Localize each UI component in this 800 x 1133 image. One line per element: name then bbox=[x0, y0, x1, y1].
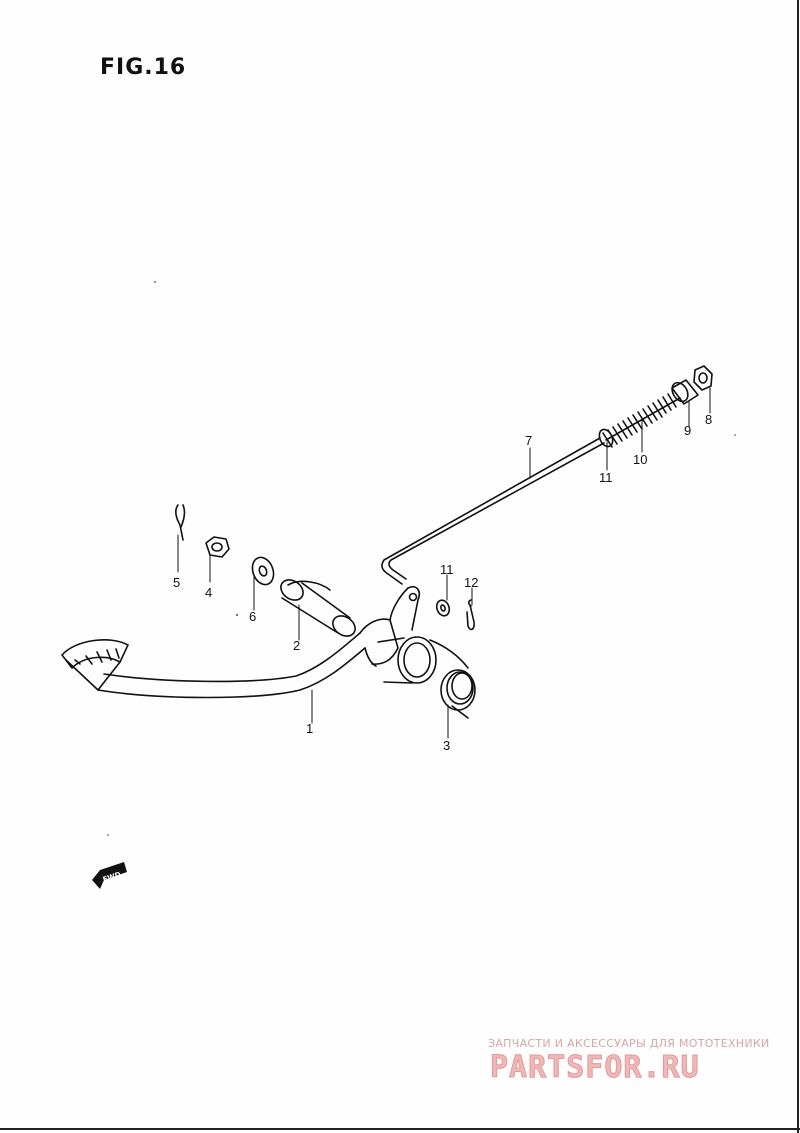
cotter-pin-12-part bbox=[466, 599, 475, 631]
return-spring-part bbox=[429, 639, 476, 719]
rod-spring-part bbox=[602, 393, 681, 448]
washer-part bbox=[251, 556, 275, 586]
callout-2: 2 bbox=[293, 638, 300, 653]
callout-3: 3 bbox=[443, 738, 450, 753]
bushing-part bbox=[280, 579, 356, 637]
callout-5: 5 bbox=[173, 575, 180, 590]
callout-9: 9 bbox=[684, 423, 691, 438]
callout-1: 1 bbox=[306, 721, 313, 736]
forward-arrow-icon: FWD bbox=[92, 862, 127, 889]
right-border bbox=[797, 0, 799, 1133]
figure-title: FIG.16 bbox=[100, 55, 187, 80]
callout-10: 10 bbox=[633, 452, 647, 467]
adjusting-nut-part bbox=[693, 365, 713, 391]
callout-7: 7 bbox=[525, 433, 532, 448]
callout-labels: 1 2 3 4 5 6 7 8 9 10 11 11 12 bbox=[173, 412, 712, 753]
scan-specks bbox=[107, 281, 736, 836]
leader-lines bbox=[177, 387, 711, 739]
callout-4: 4 bbox=[205, 585, 212, 600]
callout-11-upper: 11 bbox=[599, 470, 613, 485]
brake-rod-part bbox=[381, 437, 605, 585]
washer-lower-part bbox=[435, 599, 451, 617]
watermark-logo: PARTSFOR.RU bbox=[490, 1050, 700, 1086]
callout-11-lower: 11 bbox=[440, 562, 454, 577]
joint-washer-upper-part bbox=[598, 428, 614, 448]
nut-part bbox=[205, 536, 230, 558]
callout-8: 8 bbox=[705, 412, 712, 427]
callout-12: 12 bbox=[464, 575, 478, 590]
callout-6: 6 bbox=[249, 609, 256, 624]
watermark-tagline: ЗАПЧАСТИ И АКСЕССУАРЫ ДЛЯ МОТОТЕХНИКИ bbox=[488, 1037, 770, 1050]
brake-pedal-part bbox=[61, 585, 437, 699]
bottom-border bbox=[0, 1128, 800, 1130]
adjuster-joint-part bbox=[671, 379, 699, 405]
cotter-pin-part bbox=[175, 504, 186, 541]
